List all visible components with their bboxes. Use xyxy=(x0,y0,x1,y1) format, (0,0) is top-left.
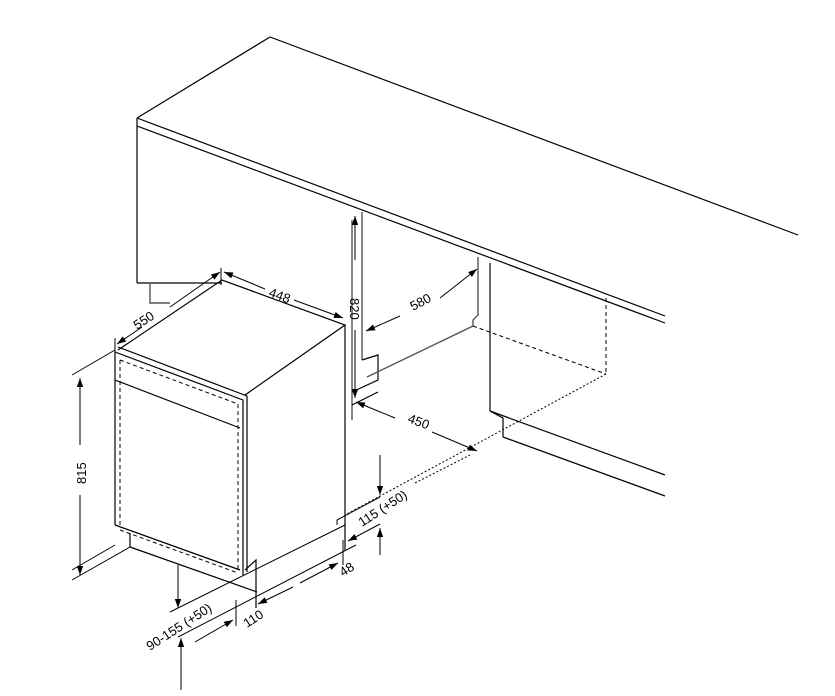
dim-height-820: 820 xyxy=(347,216,362,398)
dim-depth-580: 580 xyxy=(365,268,478,332)
dim-width-450: 450 xyxy=(355,401,478,452)
label-90-155: 90-155 (+50) xyxy=(143,600,214,653)
left-cabinet xyxy=(137,282,222,304)
label-48: 48 xyxy=(336,559,356,579)
niche-right-panel xyxy=(344,257,666,516)
label-550: 550 xyxy=(130,308,156,332)
dim-plinth-115: 115 (+50) xyxy=(336,454,471,555)
label-450: 450 xyxy=(406,411,432,433)
dishwasher xyxy=(114,279,347,608)
countertop xyxy=(136,36,799,324)
label-580: 580 xyxy=(407,290,433,313)
label-820: 820 xyxy=(347,298,362,320)
dim-gap-48: 48 xyxy=(299,540,357,584)
dim-height-815: 815 xyxy=(71,349,131,581)
label-815: 815 xyxy=(74,462,89,484)
label-110: 110 xyxy=(240,607,266,631)
dim-width-448: 448 xyxy=(223,271,344,319)
label-448: 448 xyxy=(267,285,293,307)
label-115: 115 (+50) xyxy=(355,487,409,530)
niche-left-panel xyxy=(351,212,379,420)
